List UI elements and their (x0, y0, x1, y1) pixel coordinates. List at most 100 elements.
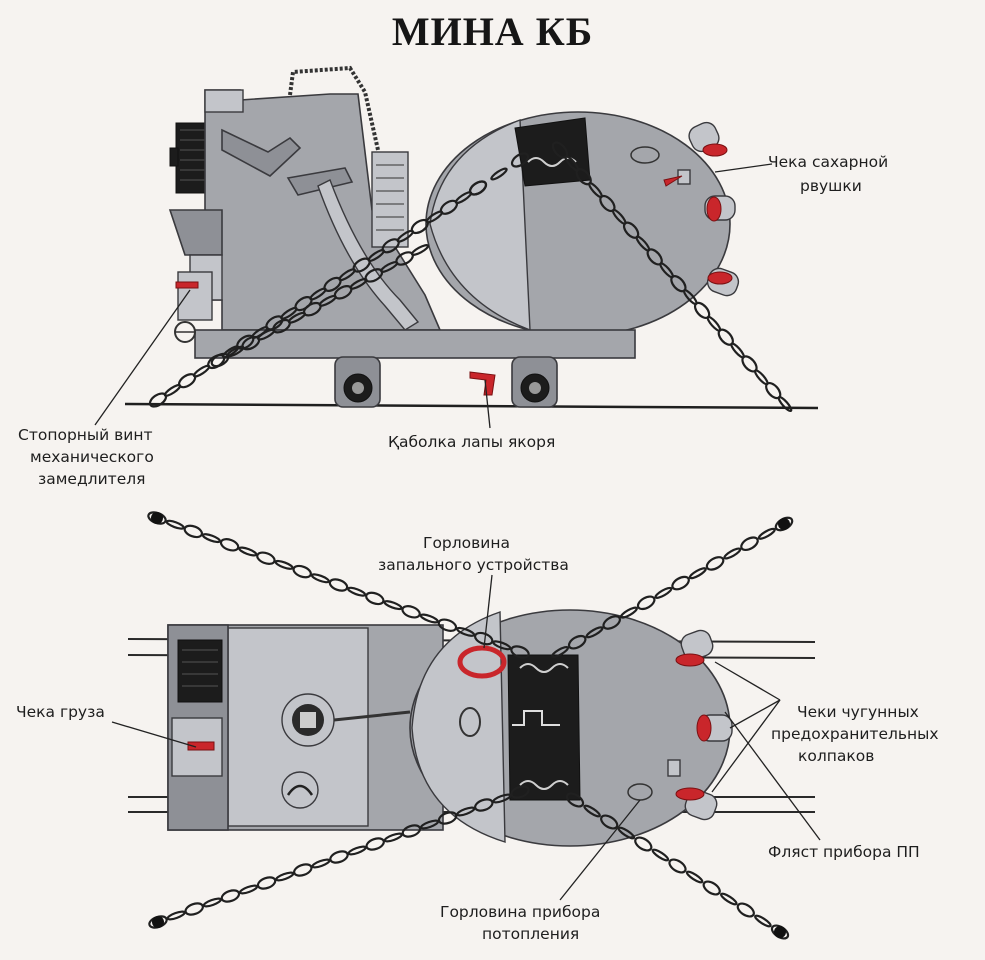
lever-arm (221, 128, 302, 177)
chain-link (383, 600, 403, 611)
chain-link (219, 538, 240, 552)
chain-link (688, 567, 707, 580)
anchor-shoe-marker (469, 371, 496, 396)
label-cast-caps-2: предохранительных (771, 725, 939, 743)
chain-link (510, 645, 530, 659)
chain-link (201, 533, 221, 544)
label-igniter-neck-2: запального устройства (378, 556, 569, 574)
chain-link (410, 244, 430, 256)
chain-link (238, 546, 258, 557)
mine-horns-plan (675, 629, 733, 821)
chain-link (347, 586, 367, 597)
chain-link (636, 595, 656, 611)
chain-link (437, 811, 458, 825)
chain-link (671, 575, 690, 591)
chain-link (668, 858, 687, 874)
chain-link (311, 858, 331, 869)
chain-link (183, 524, 204, 539)
chain-link (437, 618, 458, 632)
chain-link (184, 902, 204, 916)
chain-link (705, 556, 725, 571)
leader-anchor-shoe (484, 379, 491, 429)
cable-drum-plan (177, 639, 223, 703)
chain-link (600, 814, 619, 830)
plan-view (111, 511, 821, 940)
chain-link (292, 564, 312, 579)
chain-link (723, 547, 742, 560)
label-flood-neck-2: потопления (482, 925, 579, 943)
chain-link (492, 793, 512, 804)
chain-link (274, 559, 294, 570)
chain-link (492, 640, 512, 651)
weight-pin-marker (187, 741, 215, 751)
cart-frame (194, 329, 636, 359)
chain-link (401, 605, 421, 619)
chain-link (468, 180, 488, 196)
page-title: МИНА КБ (391, 9, 594, 54)
cable-guide (288, 65, 380, 151)
chain-link (736, 902, 755, 918)
chain-link (220, 889, 241, 903)
igniter-neck-ring (457, 645, 507, 679)
chain-link (550, 645, 570, 659)
chain-link (365, 837, 385, 851)
leader-cast-caps-b (729, 699, 781, 729)
chain-link (619, 606, 638, 619)
chain-link (583, 804, 601, 818)
chain-link (456, 806, 476, 817)
label-cast-caps-1: Чеки чугунных (797, 703, 919, 721)
leader-cast-caps-c (711, 699, 781, 793)
leader-sugar-pin (714, 163, 773, 173)
chain-link (740, 536, 759, 552)
chain-link (238, 884, 259, 895)
chain-link (256, 551, 276, 565)
label-cast-caps-3: колпаков (798, 747, 874, 765)
leader-flask-pp (724, 711, 821, 841)
chain-link (329, 850, 349, 864)
chain-link (202, 897, 222, 908)
chains-side (148, 141, 793, 413)
leader-stop-screw (94, 289, 191, 426)
chains-plan (147, 511, 794, 940)
chain-link (651, 848, 670, 862)
label-weight-pin: Чека груза (16, 703, 105, 721)
leader-cast-caps-a (714, 661, 781, 701)
chain-link (685, 870, 704, 884)
chain-link (754, 914, 772, 928)
chain-link (702, 880, 721, 896)
chain-link (328, 578, 349, 592)
chain-link (634, 836, 653, 852)
chain-link (510, 785, 530, 799)
chain-link (456, 626, 476, 637)
chain-link (654, 586, 673, 599)
chain-link (567, 634, 587, 650)
igniter-hatch-plan (507, 654, 581, 801)
chain-link (617, 826, 636, 840)
chain-link (720, 892, 738, 906)
chain-link (310, 573, 330, 584)
label-flood-neck-1: Горловина прибора (440, 903, 600, 921)
leader-flood-neck (559, 799, 641, 901)
chain-link (757, 527, 776, 540)
chain-link (602, 615, 622, 630)
chain-link (585, 626, 604, 639)
label-sugar-pin-1: Чека сахарной (768, 153, 888, 171)
label-igniter-neck-1: Горловина (423, 534, 510, 552)
chain-link (166, 910, 186, 921)
chain-link (419, 819, 440, 830)
chain-link (365, 591, 385, 606)
label-flask-pp: Фляст прибора ПП (768, 843, 920, 861)
leader-weight-pin (111, 721, 197, 748)
chain-link (293, 863, 313, 877)
chain-link (777, 395, 793, 413)
ladder-bracket (371, 151, 409, 248)
label-stop-screw-1: Стопорный винт (18, 426, 153, 444)
chain-link (419, 613, 439, 624)
chain-link (490, 167, 508, 181)
wheels-side (334, 356, 558, 408)
side-view (94, 65, 819, 429)
chain-link (275, 871, 295, 882)
chain-link (401, 824, 422, 838)
chain-link (383, 832, 403, 843)
